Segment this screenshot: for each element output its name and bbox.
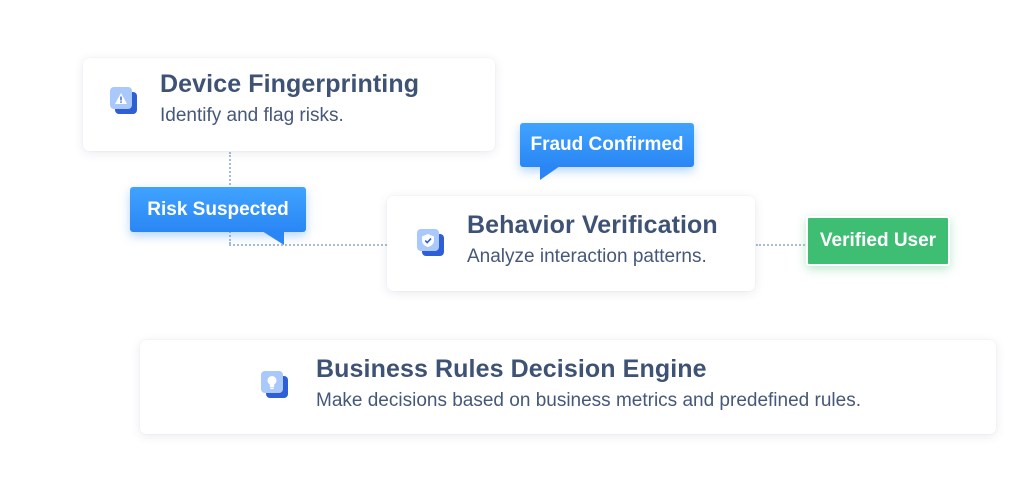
- card-description: Analyze interaction patterns.: [467, 246, 707, 267]
- connector-to-verified: [756, 244, 808, 246]
- card-description: Make decisions based on business metrics…: [316, 390, 861, 411]
- behavior-verification-card: Behavior Verification Analyze interactio…: [387, 196, 755, 291]
- business-rules-card: Business Rules Decision Engine Make deci…: [140, 340, 996, 434]
- card-title: Behavior Verification: [467, 211, 718, 239]
- verified-user-badge: Verified User: [806, 216, 950, 266]
- connector-to-behavior: [229, 244, 387, 246]
- device-fingerprinting-card: Device Fingerprinting Identify and flag …: [83, 58, 495, 151]
- card-title: Device Fingerprinting: [160, 70, 420, 98]
- risk-suspected-tail: [262, 231, 284, 245]
- card-description: Identify and flag risks.: [160, 105, 344, 126]
- fraud-confirmed-badge: Fraud Confirmed: [520, 123, 694, 167]
- fraud-confirmed-tail: [540, 166, 560, 180]
- risk-suspected-badge: Risk Suspected: [130, 187, 306, 232]
- shield-check-icon: [417, 229, 444, 256]
- warning-icon: [110, 87, 137, 114]
- card-title: Business Rules Decision Engine: [316, 355, 707, 383]
- lightbulb-icon: [261, 371, 288, 398]
